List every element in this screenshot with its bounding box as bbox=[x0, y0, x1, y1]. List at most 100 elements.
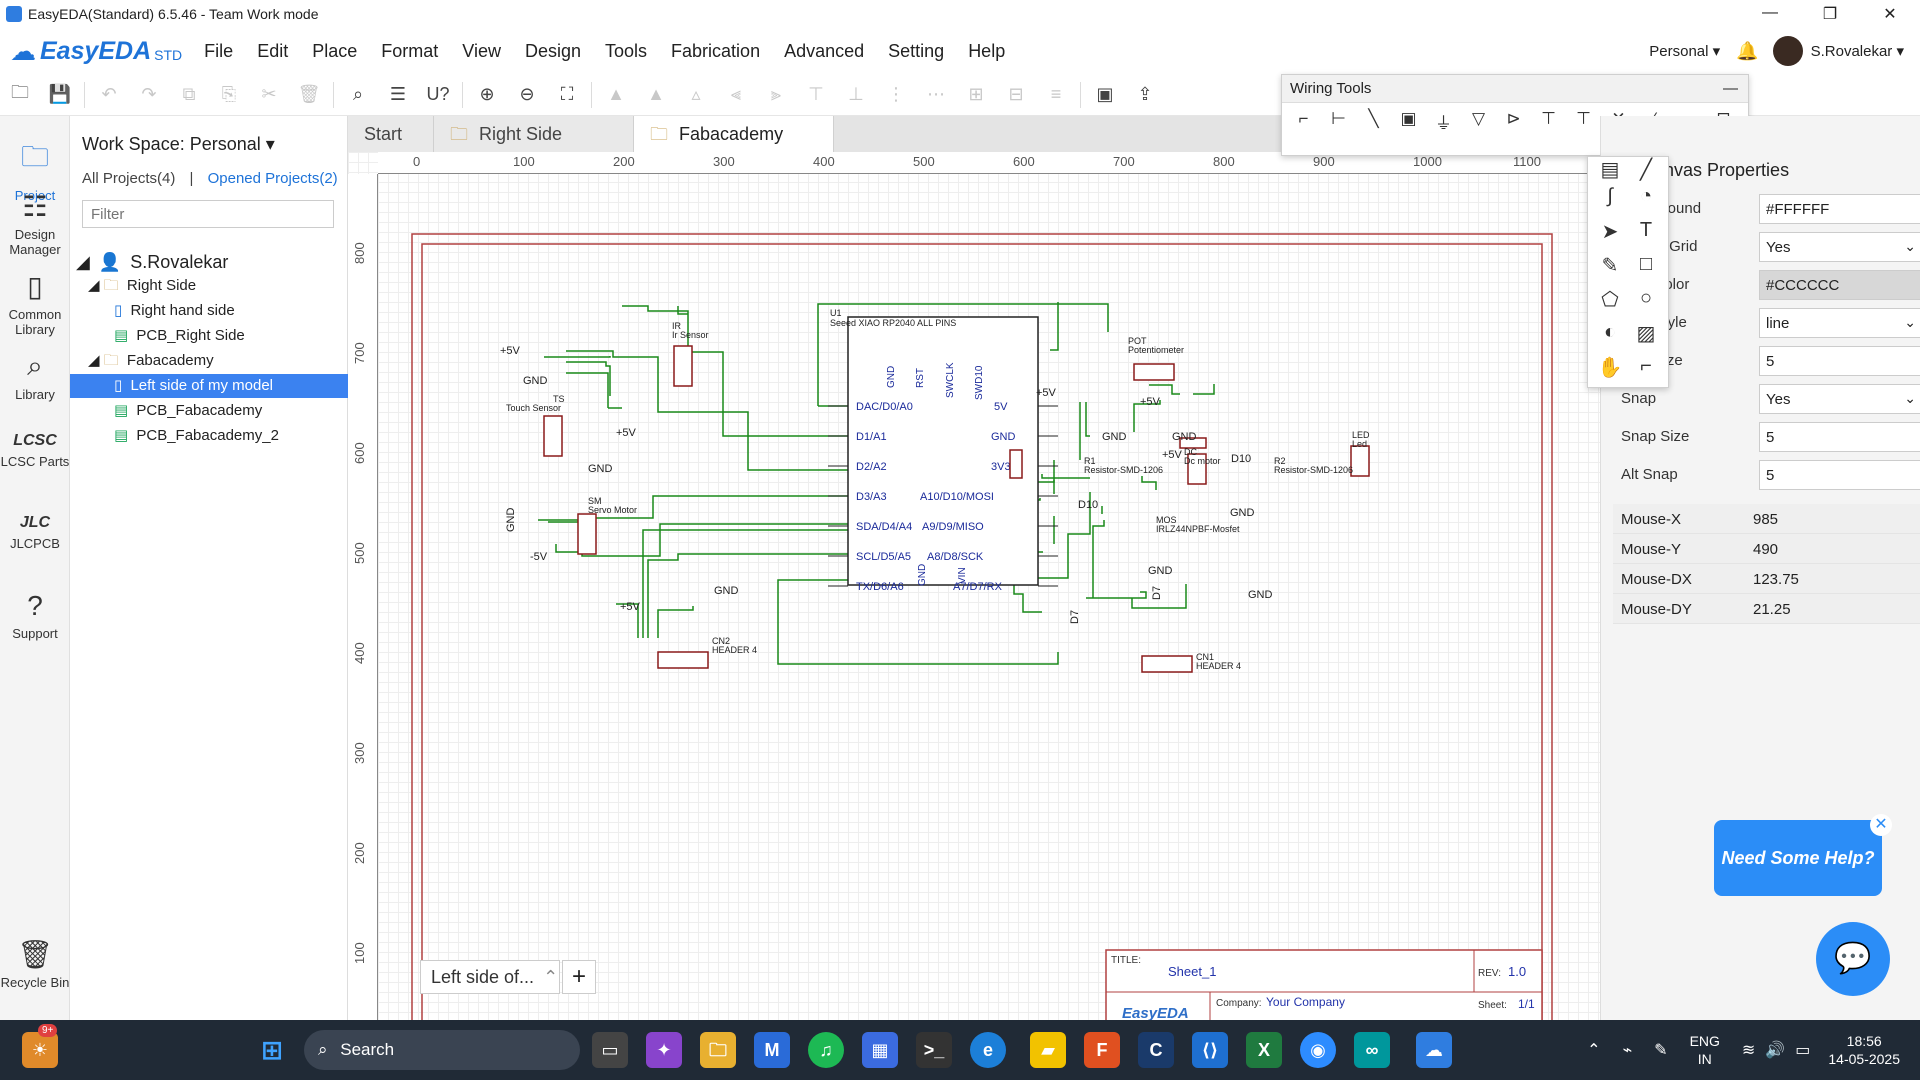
tab-right-side[interactable]: 🗀 Right Side bbox=[434, 116, 634, 152]
menu-tools[interactable]: Tools bbox=[605, 40, 648, 61]
align-tool-icon[interactable]: ▲ bbox=[647, 84, 665, 104]
visible-grid-select[interactable]: Yes⌄ bbox=[1759, 232, 1920, 262]
component-ir[interactable] bbox=[673, 345, 693, 387]
align-grid-icon[interactable]: ⊞ bbox=[968, 84, 984, 104]
tab-start[interactable]: Start bbox=[348, 116, 434, 152]
nav-recycle-bin[interactable]: 🗑 Recycle Bin bbox=[0, 938, 70, 990]
nav-project[interactable]: 🗀 Project bbox=[0, 136, 70, 203]
align-tool-icon[interactable]: ▲ bbox=[607, 84, 625, 104]
weather-widget-icon[interactable]: ☀ bbox=[22, 1032, 58, 1068]
start-windows-icon[interactable]: ⊞ bbox=[261, 1035, 283, 1065]
copy-icon[interactable]: ⧉ bbox=[182, 84, 196, 104]
alt-snap-input[interactable]: 5 bbox=[1759, 460, 1920, 490]
menu-edit[interactable]: Edit bbox=[257, 40, 289, 61]
component-dc[interactable] bbox=[1187, 453, 1207, 485]
chevron-up-icon[interactable]: ⌃ bbox=[1587, 1042, 1601, 1059]
nav-design-manager[interactable]: ☷ Design Manager bbox=[0, 190, 70, 257]
task-view-icon[interactable]: ▭ bbox=[592, 1032, 628, 1068]
opened-projects-tab[interactable]: Opened Projects(2) bbox=[207, 170, 338, 187]
polygon-icon[interactable]: ⬠ bbox=[1601, 289, 1619, 311]
spotify-icon[interactable]: ♫ bbox=[808, 1032, 844, 1068]
workspace-title[interactable]: Work Space: Personal ▾ bbox=[82, 134, 275, 154]
tree-item-pcb-right-side[interactable]: ▤ PCB_Right Side bbox=[114, 324, 245, 348]
bus-icon[interactable]: ⊢ bbox=[1331, 109, 1346, 128]
bus-entry-icon[interactable]: ╲ bbox=[1368, 109, 1379, 128]
vscode-icon[interactable]: ⟨⟩ bbox=[1192, 1032, 1228, 1068]
all-projects-tab[interactable]: All Projects(4) bbox=[82, 170, 176, 187]
arrow-icon[interactable]: ➤ bbox=[1601, 221, 1619, 243]
close-help-button[interactable]: ✕ bbox=[1870, 814, 1892, 836]
component-led[interactable] bbox=[1350, 445, 1370, 477]
align-bottom-icon[interactable]: ⊥ bbox=[848, 84, 864, 104]
battery-icon[interactable]: ▭ bbox=[1795, 1042, 1811, 1059]
chat-button[interactable]: 💬 bbox=[1816, 922, 1890, 996]
grid-color-input[interactable]: #CCCCCC bbox=[1759, 270, 1920, 300]
convert-icon[interactable]: ⇪ bbox=[1137, 84, 1153, 104]
snap-size-input[interactable]: 5 bbox=[1759, 422, 1920, 452]
component-ts[interactable] bbox=[543, 415, 563, 457]
component-r1[interactable] bbox=[1009, 449, 1023, 479]
tab-fabacademy[interactable]: 🗀 Fabacademy bbox=[634, 116, 834, 152]
component-cn2[interactable] bbox=[657, 651, 709, 669]
fit-view-icon[interactable]: ⛶ bbox=[560, 84, 574, 104]
copilot-icon[interactable]: ✦ bbox=[646, 1032, 682, 1068]
vcc-icon[interactable]: ⊤ bbox=[1541, 109, 1556, 128]
paste-icon[interactable]: ⎘ bbox=[221, 84, 237, 104]
nav-library[interactable]: ⌕ Library bbox=[0, 350, 70, 402]
tree-item-left-side-of-my-model[interactable]: ▯ Left side of my model bbox=[70, 374, 348, 398]
align-tool-icon[interactable]: ▵ bbox=[691, 84, 701, 104]
workspace-selector[interactable]: Personal ▾ bbox=[1649, 43, 1721, 60]
hand-icon[interactable]: ✋ bbox=[1597, 357, 1623, 379]
component-u1[interactable]: U1 Seeed XIAO RP2040 ALL PINS DAC/D0/A0 … bbox=[828, 308, 1058, 593]
image-icon[interactable]: ▨ bbox=[1636, 323, 1656, 345]
tree-item-pcb-fabacademy-2[interactable]: ▤ PCB_Fabacademy_2 bbox=[114, 424, 279, 448]
zoom-icon[interactable]: ◉ bbox=[1300, 1032, 1336, 1068]
open-folder-icon[interactable]: 🗀 bbox=[11, 81, 29, 102]
add-sheet-button[interactable]: + bbox=[562, 960, 596, 994]
menu-fabrication[interactable]: Fabrication bbox=[671, 40, 761, 61]
excel-icon[interactable]: X bbox=[1246, 1032, 1282, 1068]
find-list-icon[interactable]: ☰ bbox=[389, 84, 407, 104]
nav-support[interactable]: ? Support bbox=[0, 590, 70, 641]
component-pot[interactable] bbox=[1133, 363, 1175, 381]
gnd-flag-icon[interactable]: ▽ bbox=[1471, 109, 1486, 128]
tree-item-pcb-fabacademy[interactable]: ▤ PCB_Fabacademy bbox=[114, 399, 262, 423]
net-port-icon[interactable]: ⊳ bbox=[1506, 109, 1521, 128]
distribute-v-icon[interactable]: ⋯ bbox=[927, 84, 945, 104]
pencil-icon[interactable]: ✎ bbox=[1601, 255, 1619, 277]
image-icon[interactable]: ▣ bbox=[1096, 84, 1114, 104]
avatar[interactable] bbox=[1772, 36, 1803, 66]
bell-icon[interactable]: 🔔 bbox=[1736, 40, 1759, 61]
update-icon[interactable]: U? bbox=[426, 84, 450, 104]
nav-lcsc-parts[interactable]: LCSC LCSC Parts bbox=[0, 432, 70, 469]
rectangle-icon[interactable]: □ bbox=[1639, 253, 1653, 275]
undo-icon[interactable]: ↶ bbox=[101, 84, 117, 104]
clock[interactable]: 18:56 14-05-2025 bbox=[1828, 1032, 1900, 1068]
arc-icon[interactable]: ◔ bbox=[1639, 185, 1653, 207]
menu-setting[interactable]: Setting bbox=[888, 40, 945, 61]
edge-icon[interactable]: e bbox=[970, 1032, 1006, 1068]
menu-place[interactable]: Place bbox=[312, 40, 358, 61]
snap-select[interactable]: Yes⌄ bbox=[1759, 384, 1920, 414]
text-icon[interactable]: T bbox=[1639, 219, 1653, 241]
collapse-icon[interactable]: ◢ bbox=[76, 252, 90, 272]
delete-icon[interactable]: 🗑 bbox=[297, 84, 321, 104]
menu-advanced[interactable]: Advanced bbox=[784, 40, 865, 61]
component-cn1[interactable] bbox=[1141, 655, 1193, 673]
tree-project-fabacademy[interactable]: ◢ 🗀 Fabacademy bbox=[88, 349, 214, 373]
taskbar-search[interactable]: ⌕ Search bbox=[304, 1030, 580, 1070]
save-icon[interactable]: 💾 bbox=[48, 84, 72, 104]
zoom-out-icon[interactable]: ⊖ bbox=[519, 84, 535, 104]
drag-icon[interactable]: ⌐ bbox=[1640, 355, 1652, 377]
volume-icon[interactable]: 🔊 bbox=[1765, 1042, 1786, 1059]
pie-icon[interactable]: ◐ bbox=[1603, 321, 1617, 343]
menu-format[interactable]: Format bbox=[381, 40, 439, 61]
ground-icon[interactable]: ⏚ bbox=[1435, 114, 1452, 133]
language-indicator[interactable]: ENG IN bbox=[1690, 1032, 1720, 1068]
schematic-canvas[interactable] bbox=[348, 152, 1600, 1020]
align-top-icon[interactable]: ⊤ bbox=[808, 84, 824, 104]
align-left-icon[interactable]: ⫷ bbox=[730, 84, 742, 104]
easyeda-taskbar-icon[interactable]: ☁ bbox=[1416, 1032, 1452, 1068]
m-app-icon[interactable]: M bbox=[754, 1032, 790, 1068]
plus-5v-icon[interactable]: ⊤ bbox=[1576, 109, 1591, 128]
